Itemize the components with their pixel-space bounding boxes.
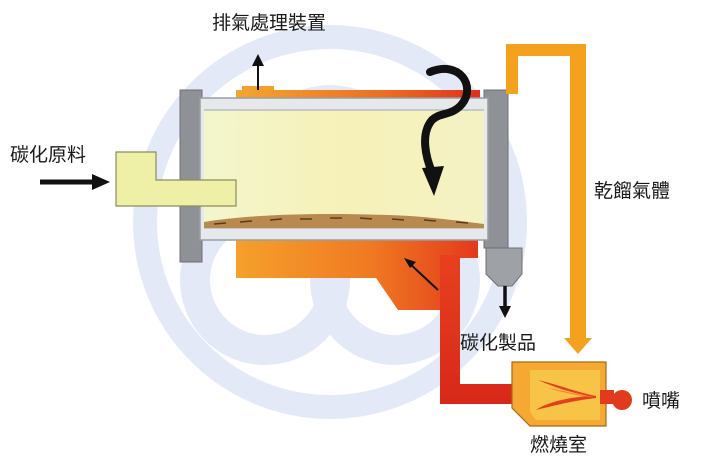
combustion-chamber — [511, 361, 607, 427]
burner-nozzle — [600, 390, 632, 410]
rotary-kiln-drum — [199, 97, 489, 241]
pyrolysis-gas-arrowhead — [564, 338, 592, 354]
discharge-hopper — [485, 247, 523, 287]
material-bed — [204, 214, 484, 228]
product-arrow — [499, 286, 511, 318]
feed-arrow — [40, 174, 110, 190]
kiln-left-flange — [179, 89, 203, 263]
label-raw-material: 碳化原料 — [10, 144, 87, 166]
feed-hopper — [115, 151, 237, 207]
label-exhaust: 排氣處理裝置 — [212, 12, 327, 34]
label-combustion-chamber: 燃燒室 — [530, 434, 588, 456]
hot-gas-jacket-bottom — [236, 238, 478, 310]
flame-icon — [536, 380, 596, 410]
pyrolysis-gas-pipe — [506, 44, 586, 338]
gas-flow-arrow — [404, 258, 439, 291]
rotation-arrow — [421, 65, 471, 196]
label-product: 碳化製品 — [460, 332, 537, 354]
label-pyrolysis-gas: 乾餾氣體 — [594, 180, 671, 202]
label-burner: 噴嘴 — [642, 390, 681, 412]
